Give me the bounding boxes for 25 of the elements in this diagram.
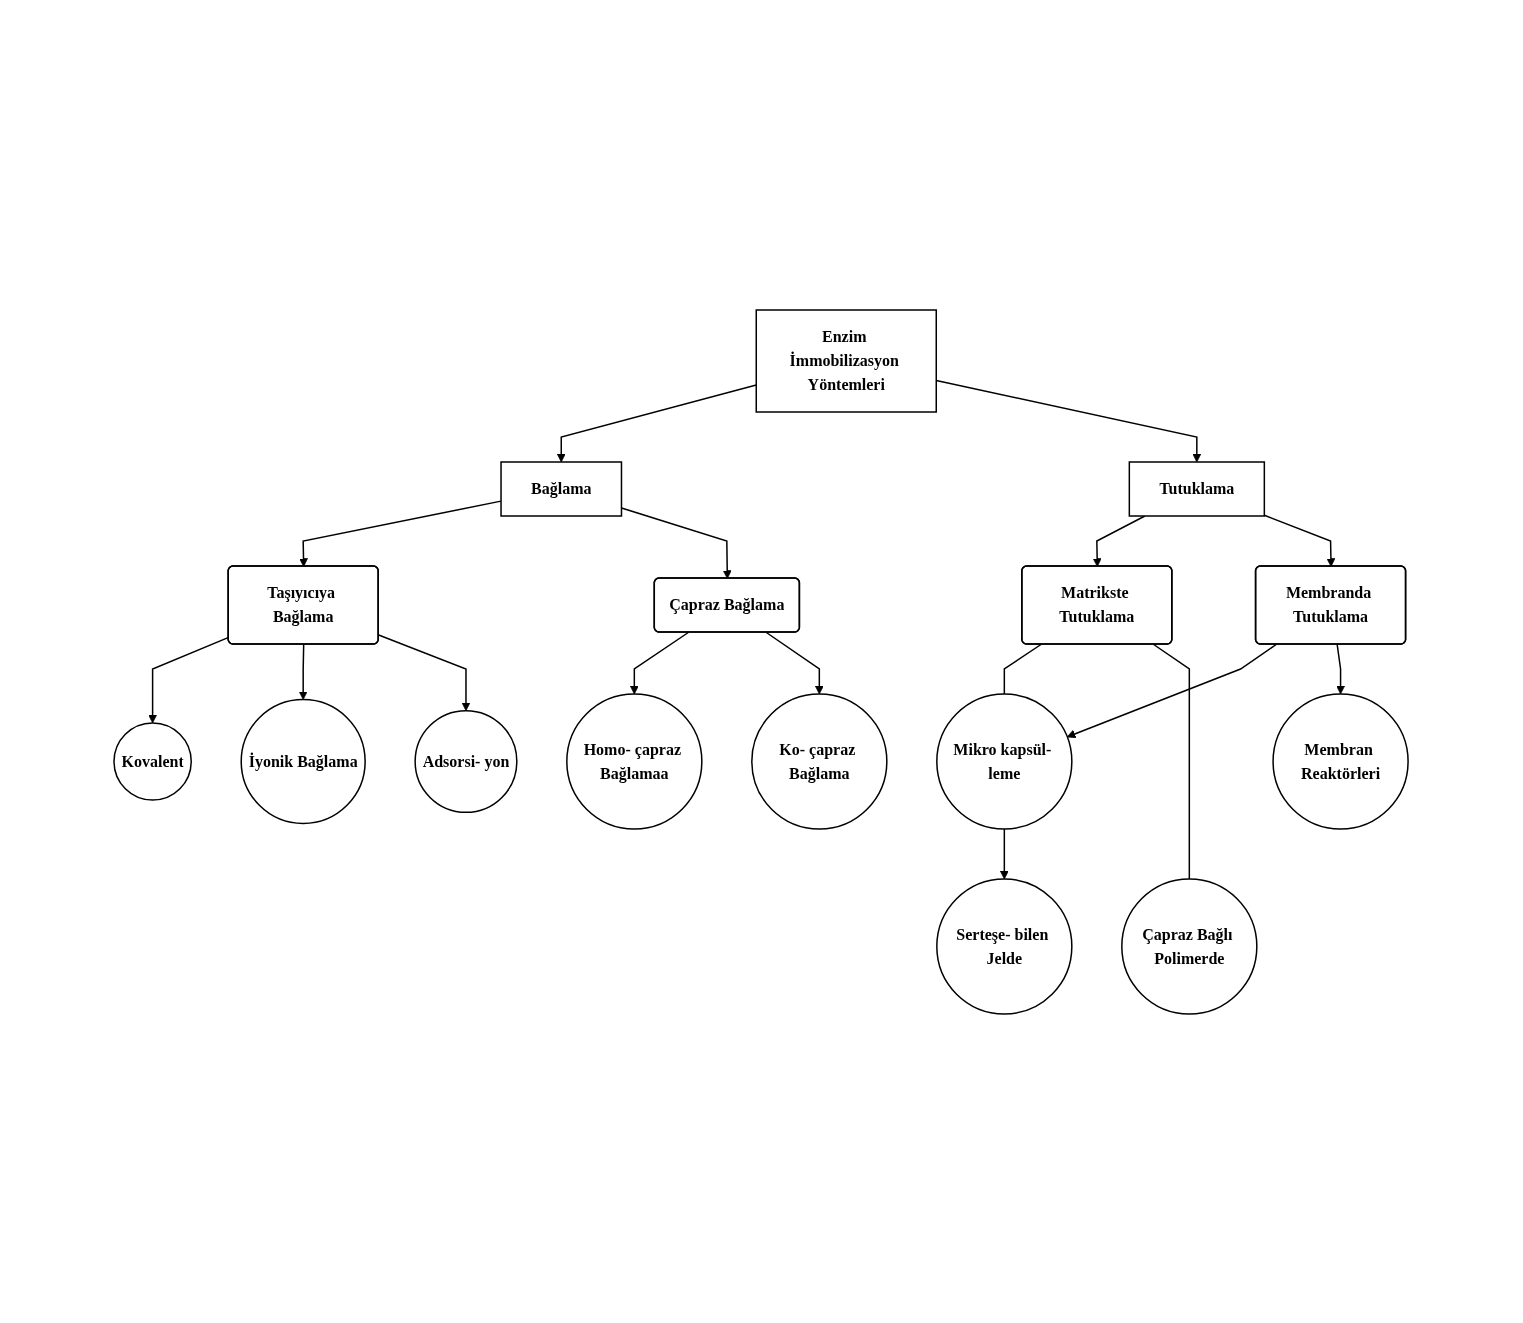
node-circle: Adsorsi- yon xyxy=(414,709,519,813)
node-circle: Homo- çapraz Bağlamaa xyxy=(566,692,704,830)
arrow xyxy=(1336,643,1346,694)
node-circle: Mikro kapsül- leme xyxy=(936,692,1074,830)
arrow xyxy=(621,506,733,579)
node-circle: Serteşe- bilen Jelde xyxy=(936,877,1074,1015)
arrow xyxy=(378,633,471,711)
arrow xyxy=(1000,827,1010,879)
arrow xyxy=(148,636,230,723)
connector xyxy=(1153,643,1191,880)
node-circle: Çapraz Bağlı Polimerde xyxy=(1121,877,1259,1015)
node-circle: İyonik Bağlama xyxy=(240,698,367,824)
node-box: Bağlama xyxy=(500,460,623,517)
arrow xyxy=(1093,514,1147,567)
arrow xyxy=(630,631,690,694)
node-circle: Membran Reaktörleri xyxy=(1272,692,1410,830)
arrow xyxy=(766,631,825,694)
node-box: Tutuklama xyxy=(1129,460,1266,517)
arrow xyxy=(1264,514,1336,567)
node-box: Enzim İmmobilizasyon Yöntemleri xyxy=(755,308,938,413)
arrow xyxy=(1067,643,1278,738)
node-circle: Kovalent xyxy=(113,721,193,801)
node-circle: Ko- çapraz Bağlama xyxy=(751,692,889,830)
arrow xyxy=(299,643,309,700)
connector xyxy=(1004,643,1043,695)
